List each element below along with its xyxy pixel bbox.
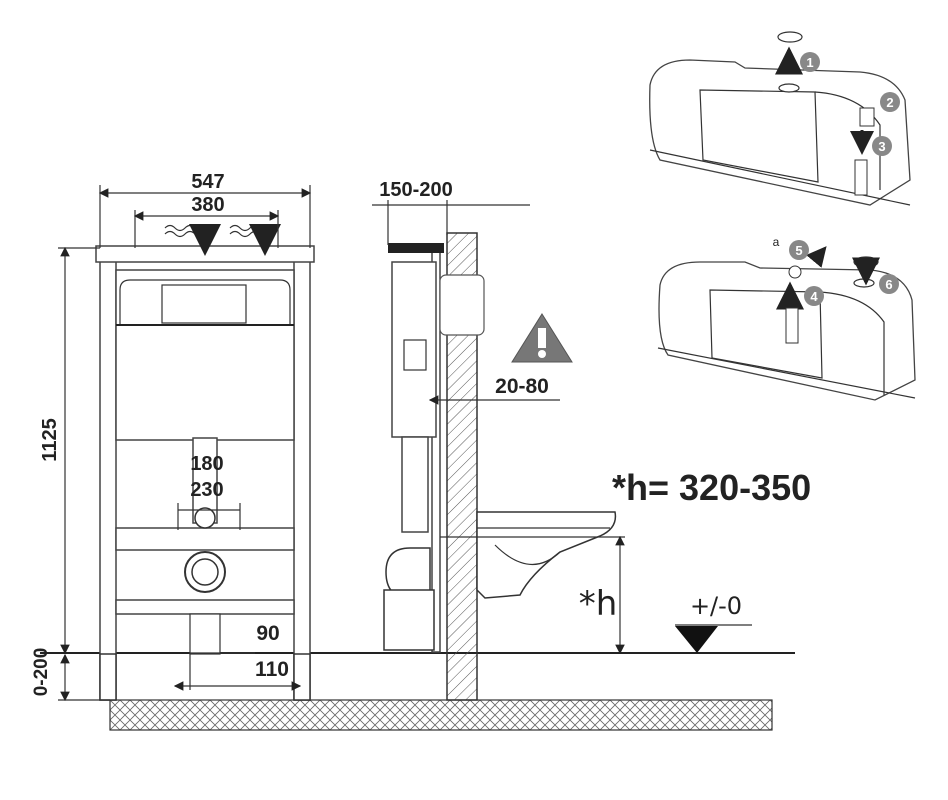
bowl-height-note: *h= 320-350	[612, 467, 811, 508]
step-badge-1: 1	[800, 52, 820, 72]
drain-width-label: 110	[255, 658, 289, 681]
front-view-frame	[95, 224, 315, 701]
warning-triangle-icon	[511, 313, 573, 363]
pipe-max-label: 230	[190, 479, 223, 501]
step-badge-4: 4	[804, 286, 824, 306]
drain-offset-label: 90	[256, 622, 279, 645]
step-illustration-top	[649, 31, 911, 206]
pipe-min-label: 180	[190, 453, 223, 475]
step-5-label: 5	[795, 243, 802, 258]
bowl-height-symbol: *h	[579, 584, 618, 624]
step-4-label: 4	[810, 289, 818, 304]
foot-range-label: 0-200	[31, 648, 52, 697]
step-badge-6: 6	[879, 274, 899, 294]
wall-gap-label: 20-80	[495, 375, 549, 398]
step-2-label: 2	[886, 95, 893, 110]
floor	[40, 652, 795, 731]
step-3-label: 3	[878, 139, 885, 154]
floor-level-triangle-icon	[675, 626, 718, 653]
depth-range-label: 150-200	[379, 179, 452, 201]
step-badge-3: 3	[872, 136, 892, 156]
step-badges: 1 2 3 4 5 6 a	[773, 52, 900, 306]
width-outer-label: 547	[191, 171, 224, 193]
step-6-label: 6	[885, 277, 892, 292]
step-illustration-bottom	[657, 246, 916, 401]
front-dimensions	[58, 185, 312, 702]
step-1-label: 1	[806, 55, 813, 70]
height-label: 1125	[39, 418, 61, 461]
floor-level-label: +/-0	[690, 592, 742, 620]
step-sub-label: a	[773, 235, 780, 249]
step-badge-2: 2	[880, 92, 900, 112]
side-view	[383, 232, 625, 701]
width-inner-label: 380	[191, 194, 224, 216]
side-dimensions	[372, 200, 752, 655]
step-badge-5: 5	[789, 240, 809, 260]
